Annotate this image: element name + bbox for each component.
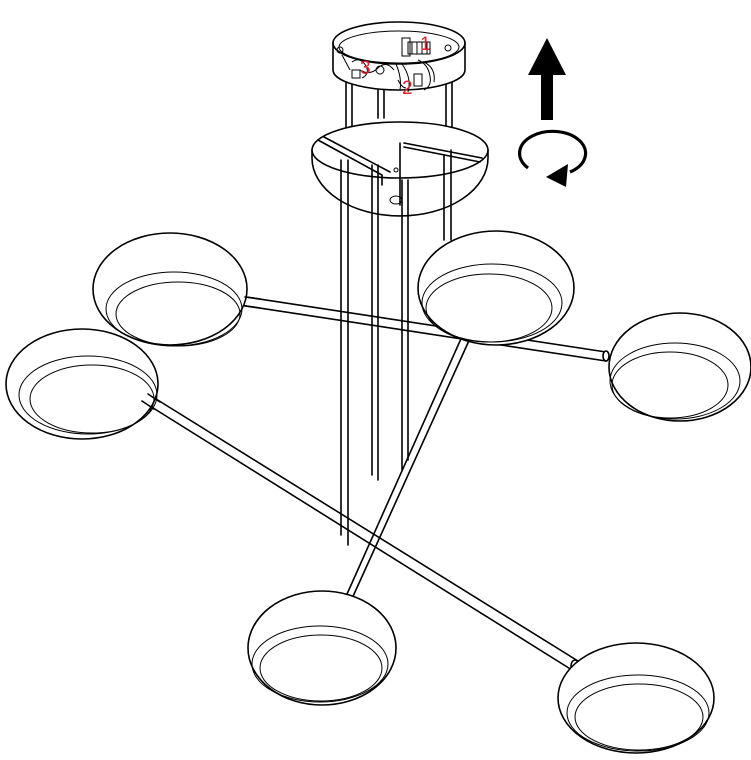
central-hub [311, 121, 489, 217]
arm-joints [141, 296, 261, 410]
lamp-shade-upper-left [92, 232, 248, 347]
rotate-clockwise-icon [517, 129, 588, 187]
lamp-shade-right [608, 312, 751, 422]
lamp-shade-bottom-left [247, 590, 397, 706]
lamp-shade-bottom-right [557, 642, 715, 754]
ceiling-canopy [332, 21, 466, 93]
arm-upper-left-to-right [239, 295, 610, 362]
vertical-rods [340, 149, 452, 546]
callout-2: 2 [402, 78, 413, 99]
callout-3: 3 [360, 58, 371, 79]
callout-labels: 1 2 3 [360, 34, 431, 99]
callout-1: 1 [420, 34, 431, 55]
lamp-shade-left [5, 328, 159, 440]
arrow-up-icon [528, 38, 566, 120]
lamp-shade-upper-center [417, 230, 575, 346]
